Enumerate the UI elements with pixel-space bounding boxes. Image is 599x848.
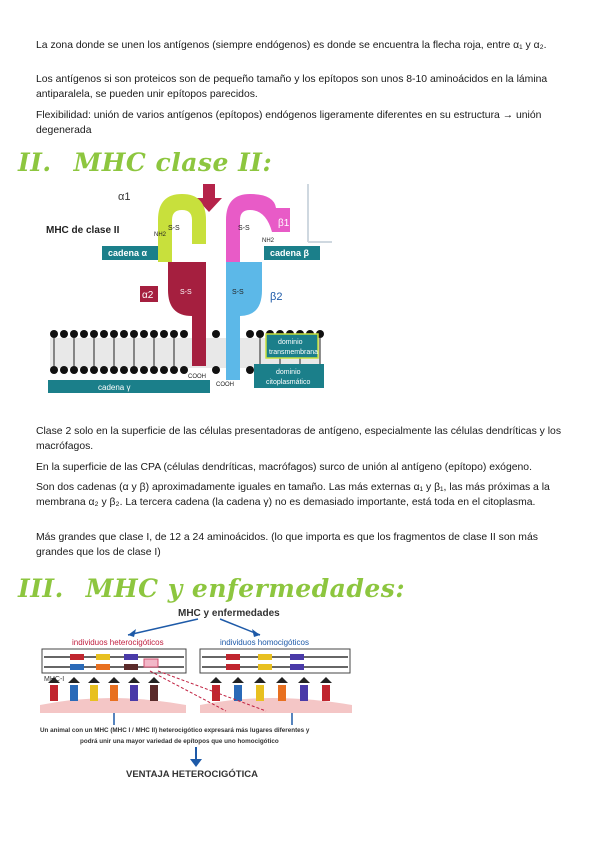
paragraph-flexibility: Flexibilidad: unión de varios antígenos … — [36, 110, 542, 136]
beta1-label: β1 — [278, 218, 290, 229]
beta2-label: β2 — [270, 291, 282, 303]
figure-title: MHC de clase II — [46, 225, 120, 236]
transmembrana-label-2: transmembrana — [269, 349, 318, 356]
cadena-alpha-label: cadena α — [108, 248, 148, 258]
section-title: MHC y enfermedades: — [85, 574, 406, 603]
heterozygous-cell-surface — [40, 698, 186, 713]
alpha2-label: α2 — [142, 290, 154, 301]
homozygous-cell-surface — [200, 698, 352, 713]
section-title: MHC clase II: — [73, 148, 273, 177]
alpha1-label: α1 — [118, 191, 130, 203]
ss-bond-mid-right: S-S — [232, 289, 244, 296]
ss-bond-mid-left: S-S — [180, 289, 192, 296]
heterozygous-chromosomes — [41, 648, 187, 674]
paragraph-class2-location: Clase 2 solo en la superficie de las cél… — [36, 426, 562, 452]
cooh-left: COOH — [188, 374, 206, 380]
citoplasmatico-label-1: dominio — [276, 369, 301, 376]
paragraph-cpa-surface: En la superficie de las CPA (células den… — [36, 462, 532, 473]
mhc-class-2-figure: α1 MHC de clase II β1 S-S S-S NH2 NH2 ca… — [46, 184, 332, 393]
heterozygous-advantage-label: VENTAJA HETEROCIGÓTICA — [126, 768, 258, 780]
citoplasmatico-label-2: citoplasmático — [266, 379, 310, 386]
figure2-caption-2: podrá unir una mayor variedad de epítopo… — [80, 738, 279, 745]
homozygous-label: individuos homocigóticos — [220, 638, 309, 647]
beta1-domain — [226, 194, 290, 262]
heterozygous-label: individuos heterocigóticos — [72, 638, 164, 647]
section-heading-mhc-class-2: II. MHC clase II: — [18, 148, 272, 177]
paragraph-binding-zone: La zona donde se unen los antígenos (sie… — [36, 40, 547, 51]
nh2-left: NH2 — [154, 232, 167, 238]
transmembrana-label-1: dominio — [278, 339, 303, 346]
figure2-title: MHC y enfermedades — [178, 608, 280, 619]
cooh-right: COOH — [216, 382, 234, 388]
alpha1-domain — [158, 194, 206, 262]
cadena-gamma-label: cadena γ — [98, 383, 130, 392]
section-heading-mhc-diseases: III. MHC y enfermedades: — [18, 574, 405, 603]
mhc-diseases-figure: MHC y enfermedades individuos heterocigó… — [40, 608, 352, 780]
ss-bond-top-left: S-S — [168, 225, 180, 232]
section-number: III. — [18, 574, 64, 603]
section-number: II. — [18, 148, 52, 177]
homozygous-chromosomes — [199, 648, 351, 674]
cadena-beta-label: cadena β — [270, 248, 310, 258]
paragraph-antigen-size: Los antígenos si son proteicos son de pe… — [36, 74, 548, 100]
figure2-caption-1: Un animal con un MHC (MHC I / MHC II) he… — [40, 727, 310, 734]
nh2-right: NH2 — [262, 238, 275, 244]
down-arrow-icon — [190, 759, 202, 767]
ss-bond-top-right: S-S — [238, 225, 250, 232]
paragraph-larger-than-class1: Más grandes que clase I, de 12 a 24 amin… — [36, 532, 538, 558]
paragraph-two-chains: Son dos cadenas (α y β) aproximadamente … — [36, 482, 550, 508]
